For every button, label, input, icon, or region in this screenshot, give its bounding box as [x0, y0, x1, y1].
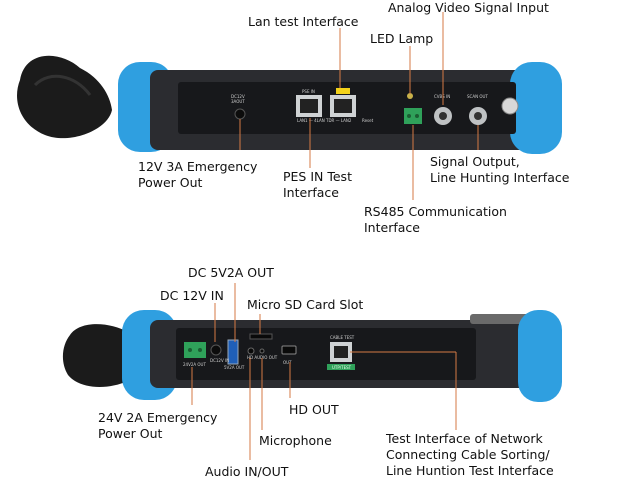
panel-text-hdmi-out: OUT [283, 360, 292, 365]
label-signal-output-line1: Signal Output, [430, 154, 520, 169]
panel-text-scan-out: SCAN OUT [467, 94, 488, 99]
panel-text-utp-test: UTP/TEST [332, 365, 352, 370]
panel-text-lan-ports: LAN1 — 4LAN TDR — LAN2 [297, 118, 352, 123]
power-knob-icon [501, 97, 519, 115]
label-dc-5v2a-out: DC 5V2A OUT [188, 265, 274, 280]
panel-text-cvbs-in: CVBS IN [434, 94, 451, 99]
label-rs485-line2: Interface [364, 220, 420, 235]
terminal-24v-icon [184, 342, 206, 358]
led-lamp-icon [407, 93, 413, 99]
panel-text-dc-in: DC12V IN [210, 358, 230, 363]
label-micro-sd-slot: Micro SD Card Slot [247, 297, 364, 312]
label-rs485-line1: RS485 Communication [364, 204, 507, 219]
label-pes-in-line1: PES IN Test [283, 169, 352, 184]
panel-text-dc-out: DC12V [231, 94, 245, 99]
strap-icon [17, 55, 113, 139]
panel-text-dc-out2: 3AOUT [231, 99, 245, 104]
hd-out-port-icon [281, 345, 297, 355]
label-12v-emergency-line1: 12V 3A Emergency [138, 159, 258, 174]
label-test-interface-line2: Connecting Cable Sorting/ [386, 447, 550, 462]
label-24v-emergency-line1: 24V 2A Emergency [98, 410, 218, 425]
dc-jack-icon [234, 108, 246, 120]
top-device-image [17, 55, 562, 154]
microphone-icon [259, 348, 265, 354]
bottom-device-image [62, 310, 562, 402]
label-test-interface-line1: Test Interface of Network [386, 431, 543, 446]
label-signal-output-line2: Line Hunting Interface [430, 170, 570, 185]
panel-text-cable-test: CABLE TEST [330, 335, 355, 340]
label-12v-emergency-line2: Power Out [138, 175, 203, 190]
utp-test-label-bg [327, 364, 355, 370]
label-microphone: Microphone [259, 433, 332, 448]
panel-text-reset: Reset [362, 118, 374, 123]
label-analog-video-input: Analog Video Signal Input [388, 0, 549, 15]
right-bumper-bottom [518, 310, 562, 402]
label-audio-in-out: Audio IN/OUT [205, 464, 289, 479]
panel-text-out-24v: 24V2A OUT [183, 362, 206, 367]
label-lan-test-interface: Lan test Interface [248, 14, 359, 29]
micro-sd-slot-icon [249, 333, 273, 340]
label-led-lamp: LED Lamp [370, 31, 434, 46]
right-bumper [510, 62, 562, 154]
label-hd-out: HD OUT [289, 402, 339, 417]
audio-jack-icon [247, 347, 255, 355]
usb-port-icon [227, 339, 239, 365]
label-test-interface-line3: Line Huntion Test Interface [386, 463, 554, 478]
strap-icon-bottom [62, 324, 130, 387]
panel-text-usb: 5V2A OUT [224, 365, 245, 370]
label-pes-in-line2: Interface [283, 185, 339, 200]
panel-text-pse-in: PSE IN [302, 89, 315, 94]
connector-panel-bottom [176, 328, 476, 380]
label-24v-emergency-line2: Power Out [98, 426, 163, 441]
lan-yellow-marker [336, 88, 350, 94]
rs485-terminal-icon [404, 108, 422, 124]
panel-text-audio-out: HD AUDIO OUT [247, 355, 278, 360]
dc-12v-in-jack-icon [210, 344, 222, 356]
label-dc-12v-in: DC 12V IN [160, 288, 224, 303]
